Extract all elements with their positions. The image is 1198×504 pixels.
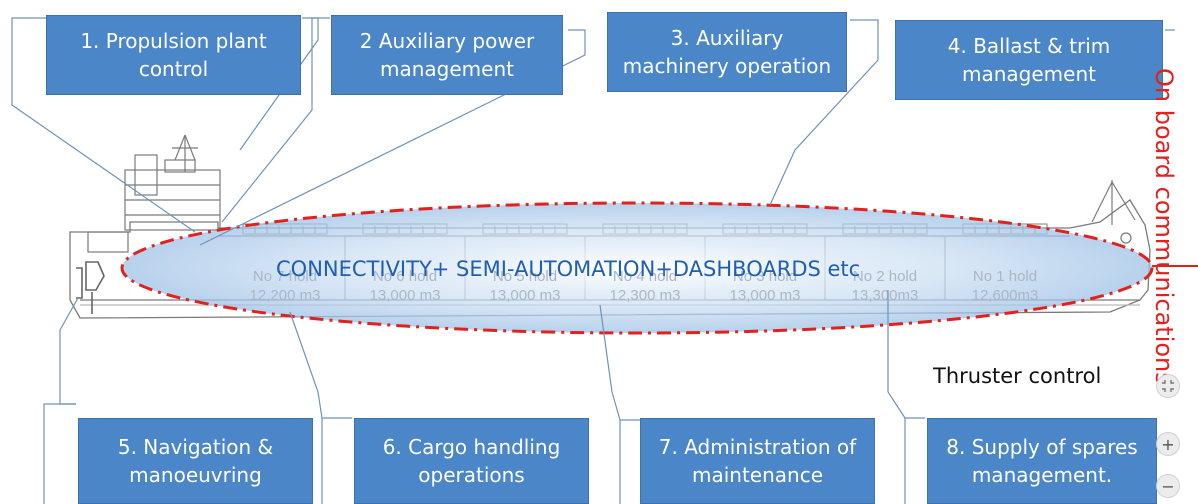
hold-name: No 3 hold <box>733 268 797 285</box>
hold-name: No 7 hold <box>253 268 317 285</box>
hold-name: No 4 hold <box>613 268 677 285</box>
hold-name: No 5 hold <box>493 268 557 285</box>
recenter-button[interactable] <box>1156 374 1180 398</box>
hold-capacity: 12,300 m3 <box>610 287 681 304</box>
ship-superstructure <box>87 134 221 253</box>
hold-capacity: 12,600m3 <box>972 287 1039 304</box>
center-banner: CONNECTIVITY+ SEMI-AUTOMATION+DASHBOARDS… <box>276 257 861 281</box>
hold-labels: No 7 hold 12,200 m3 No 6 hold 13,000 m3 No 5… <box>250 268 1039 304</box>
box-auxiliary-power-management: 2 Auxiliary power management <box>331 15 563 95</box>
box-auxiliary-machinery-operation: 3. Auxiliary machinery operation <box>607 12 847 92</box>
box-ballast-trim-management: 4. Ballast & trim management <box>895 20 1163 100</box>
hold-capacity: 13,000 m3 <box>370 287 441 304</box>
hold-name: No 2 hold <box>853 268 917 285</box>
ship-bow-mast <box>1091 180 1136 244</box>
box-propulsion-plant-control: 1. Propulsion plant control <box>46 15 301 95</box>
box-supply-of-spares-management: 8. Supply of spares management. <box>927 418 1157 504</box>
hold-capacity: 13,000 m3 <box>730 287 801 304</box>
hold-name: No 6 hold <box>373 268 437 285</box>
hold-capacity: 12,200 m3 <box>250 287 321 304</box>
zoom-in-button[interactable]: + <box>1156 432 1180 456</box>
hold-capacity: 13,300m3 <box>852 287 919 304</box>
hold-capacity: 13,000 m3 <box>490 287 561 304</box>
box-cargo-handling-operations: 6. Cargo handling operations <box>354 418 589 504</box>
zoom-out-button[interactable]: − <box>1156 474 1180 498</box>
connector-lines <box>11 17 1198 504</box>
hold-name: No 1 hold <box>973 268 1037 285</box>
recenter-icon <box>1162 380 1174 392</box>
propeller <box>76 261 105 314</box>
box-administration-of-maintenance: 7. Administration of maintenance <box>640 418 875 504</box>
box-navigation-manoeuvring: 5. Navigation & manoeuvring <box>78 418 313 504</box>
connectivity-ellipse <box>120 201 1154 335</box>
thruster-control-label: Thruster control <box>933 364 1102 388</box>
on-board-communications-label: On board communications <box>1150 68 1178 385</box>
